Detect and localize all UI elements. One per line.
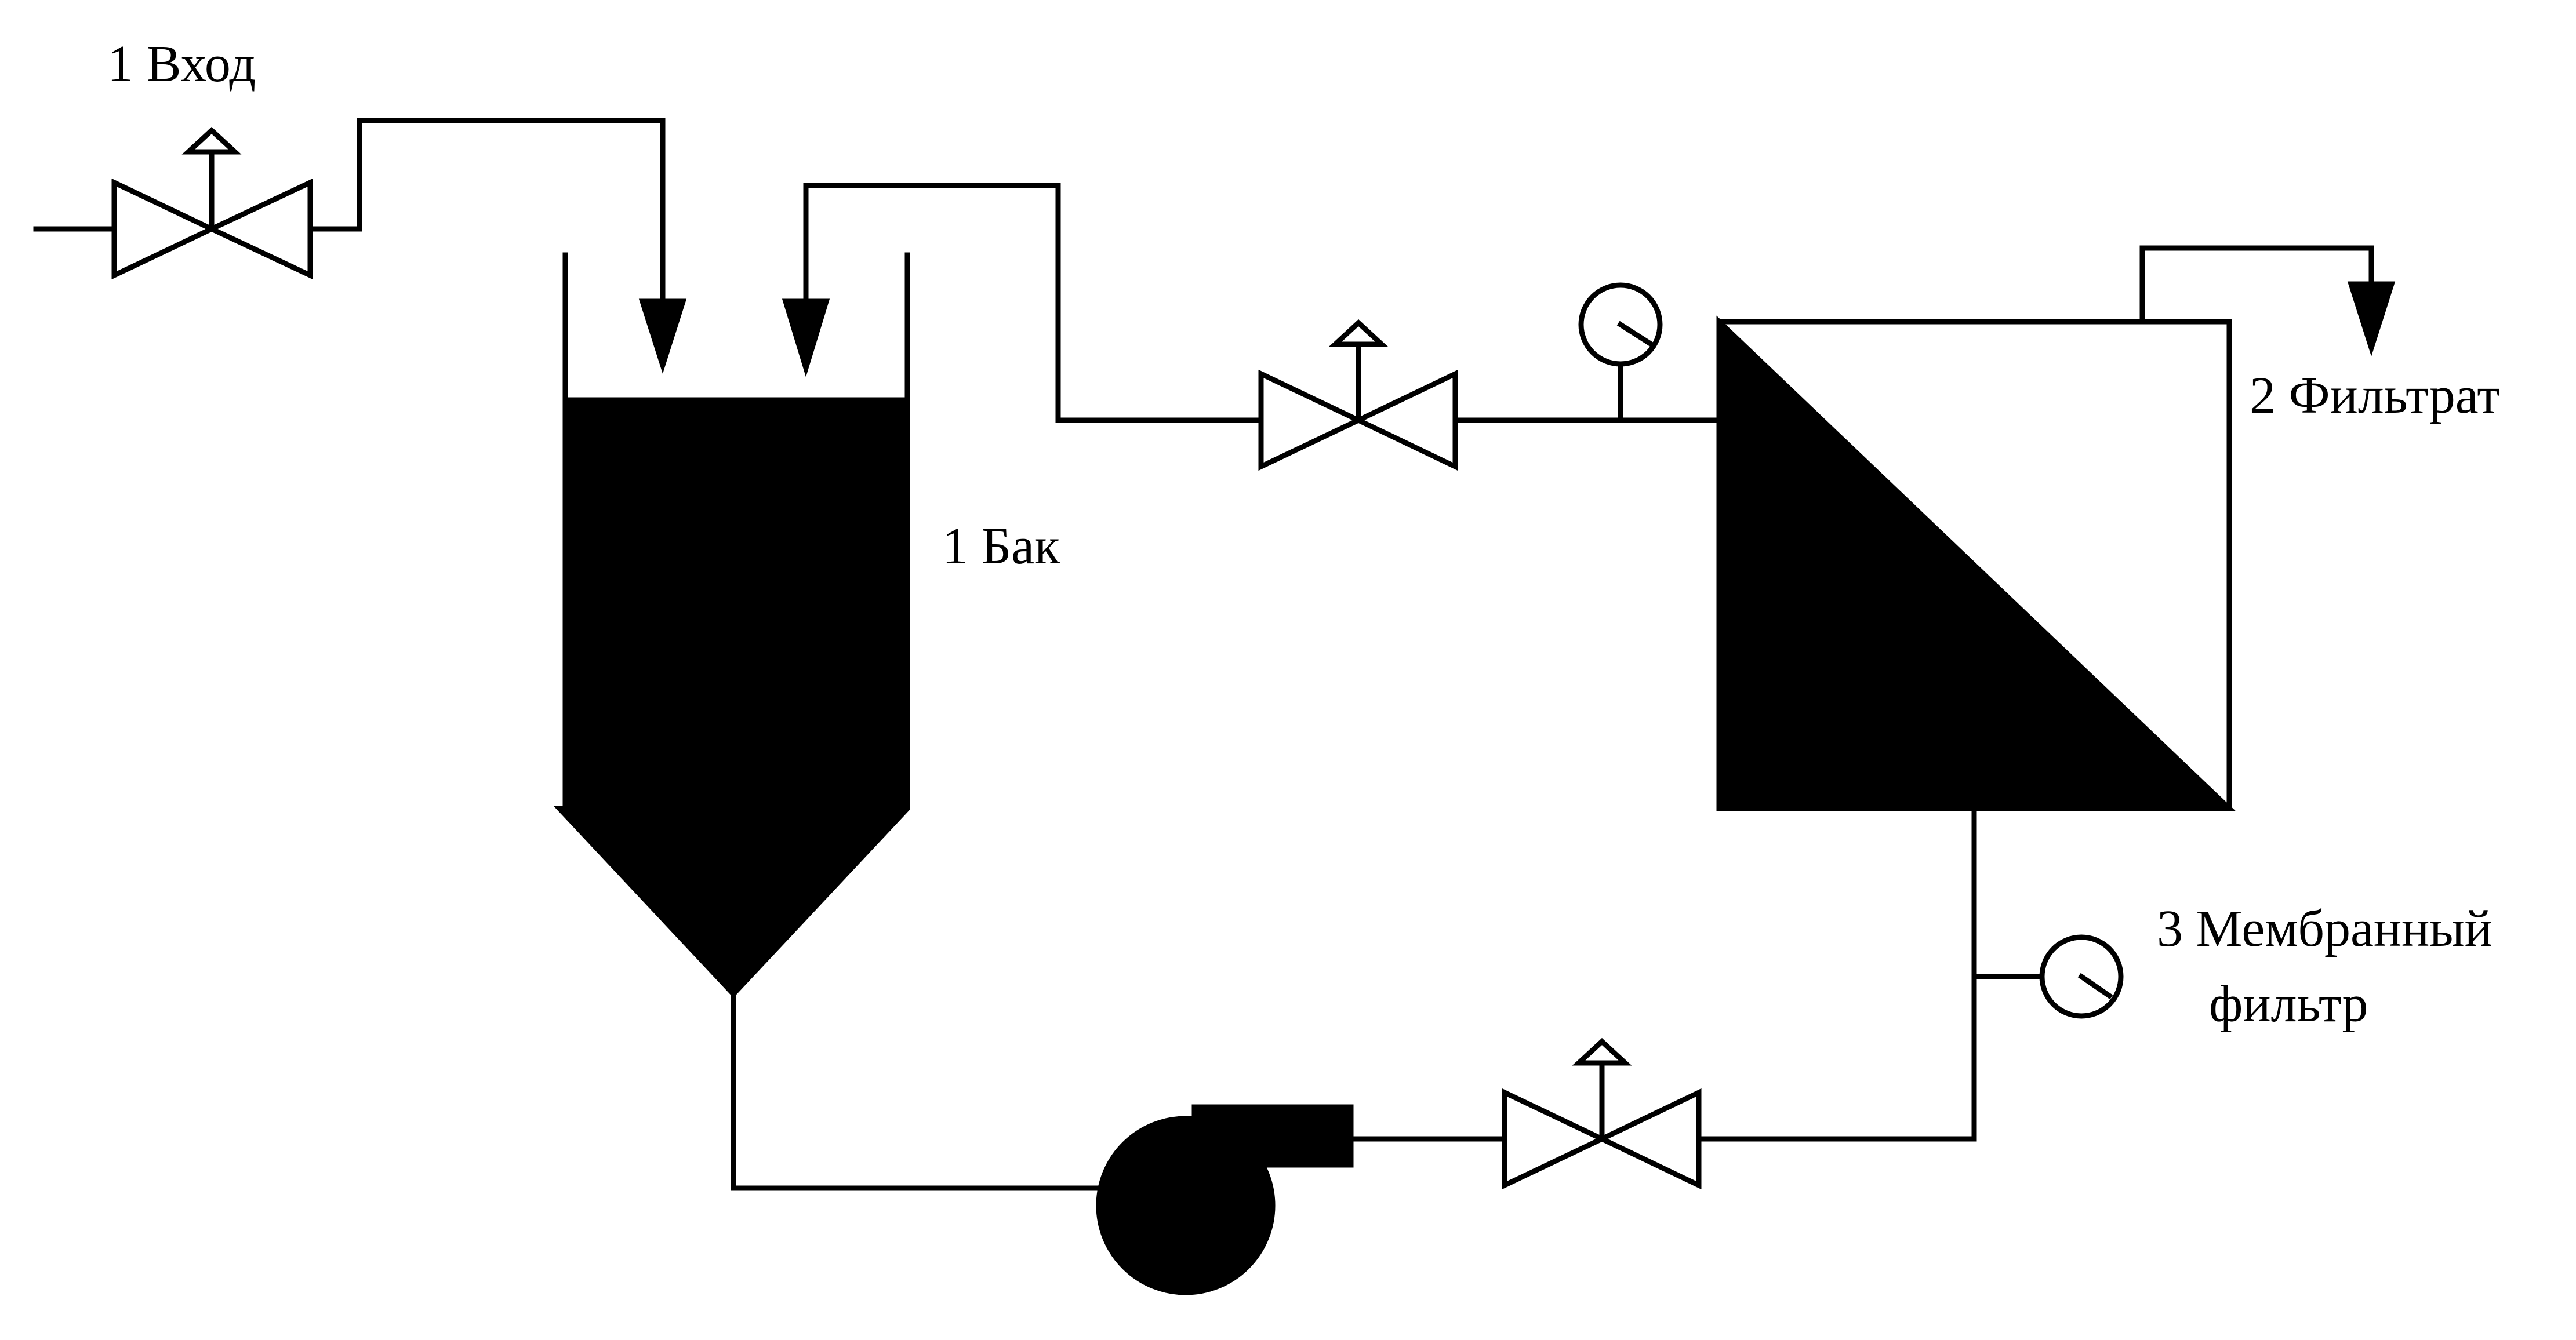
valve-actuator-icon [1572, 1037, 1632, 1066]
feed-pressure-gauge [1578, 282, 1663, 423]
inlet-valve[interactable] [111, 126, 313, 280]
concentrate-pressure-gauge [1971, 934, 2124, 1019]
return-flow-arrow-icon [782, 298, 830, 377]
valve-icon-right [205, 178, 313, 280]
tank-to-pump-pipe [731, 994, 1110, 1191]
membrane-filter [1716, 315, 2236, 811]
valve-icon-right [1596, 1088, 1702, 1190]
valve-icon [1502, 1088, 1608, 1190]
filtrate-pipe [2139, 245, 2374, 325]
membrane-filter-fill [1716, 315, 2236, 811]
inlet-label: 1 Вход [107, 35, 256, 93]
filtrate-label: 2 Фильтрат [2250, 367, 2500, 424]
centrifugal-pump-icon [1096, 1116, 1276, 1295]
concentrate-pipe [1696, 806, 1977, 1142]
gauge-needle [1616, 321, 1654, 347]
valve-icon [111, 178, 218, 280]
membrane-filter-label-line1: 3 Мембранный [2157, 900, 2493, 957]
valve-icon-right [1352, 369, 1458, 471]
inlet-flow-arrow-icon [638, 298, 687, 374]
discharge-valve[interactable] [1502, 1037, 1702, 1190]
tank [553, 252, 910, 998]
valve-actuator-icon [181, 126, 242, 155]
feed-valve[interactable] [1258, 319, 1458, 471]
inlet-pipe [307, 118, 666, 307]
membrane-filter-label-line2: фильтр [2209, 975, 2368, 1033]
pump [1096, 1104, 1354, 1295]
conical-tank-icon [553, 397, 910, 998]
valve-icon [1258, 369, 1365, 471]
gauge-needle [2077, 973, 2113, 1000]
filtrate-flow-arrow-icon [2347, 281, 2396, 356]
recirculation-return-pipe [803, 183, 1264, 423]
valve-actuator-icon [1328, 319, 1389, 347]
tank-label: 1 Бак [942, 518, 1060, 575]
